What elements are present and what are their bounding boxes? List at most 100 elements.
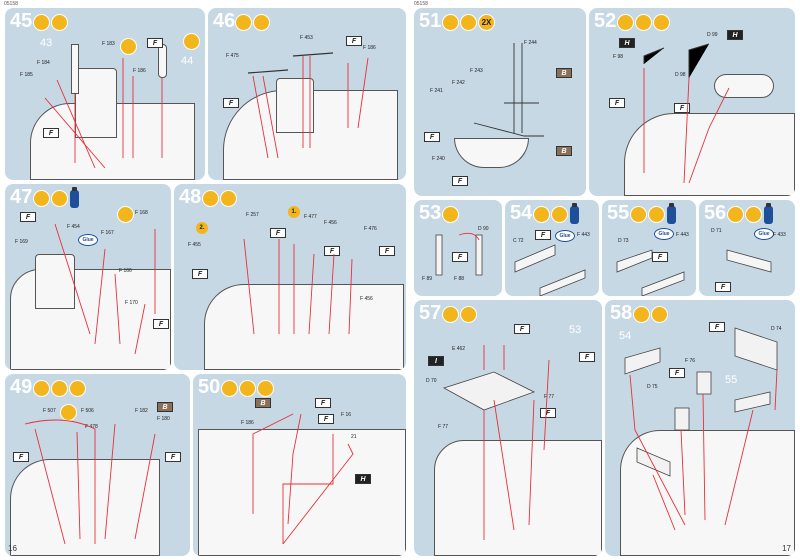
paint-code-flag: F [324,246,340,256]
paint-brush-icon [120,38,137,55]
paint-brush-icon [69,380,86,397]
step-number: 55 [607,202,630,224]
page-code-left: 05158 [4,1,18,7]
cut-icon [33,380,50,397]
glue-point-marker: Glue [555,230,575,242]
paint-brush-icon [460,14,477,31]
step-icons [33,14,68,31]
step-icons [33,380,86,397]
cut-icon [533,206,550,223]
paint-code-flag: F [669,368,685,378]
paint-brush-icon [239,380,256,397]
step-icons [617,14,670,31]
cut-icon [442,306,459,323]
page-code-right: 05158 [414,1,428,7]
part-label: F 454 [67,224,80,230]
part-label: F 98 [613,54,624,60]
part-label: D 98 [675,72,686,78]
paint-code-flag: F [579,352,595,362]
part-label: F 186 [133,68,146,74]
page-number-left: 16 [8,544,17,553]
part-label: F 506 [81,408,94,414]
step-52-panel: 52 H H F F D 99 F 98 D 98 [589,8,795,196]
ship-hull-drawing [198,429,406,556]
part-label: D 90 [478,226,489,232]
paint-code-flag: B [157,402,173,412]
step-number: 53 [419,202,442,224]
step-icons [727,203,773,224]
step-icons [442,306,477,323]
cut-icon [630,206,647,223]
paint-brush-icon [51,380,68,397]
step-number: 57 [419,302,442,324]
paint-brush-icon [60,404,77,421]
part-label: F 88 [454,276,465,282]
part-label: F 507 [43,408,56,414]
part-label: D 74 [771,326,782,332]
step-number: 52 [594,10,617,32]
quantity-badge: 2X [478,14,495,31]
glue-tube-icon [70,187,79,208]
part-label: F 186 [241,420,254,426]
part-label: F 185 [20,72,33,78]
vent-drawing [158,44,167,78]
part-label: F 240 [432,156,445,162]
part-label: F 443 [676,232,689,238]
funnel-drawing [276,78,314,133]
paint-code-flag: B [556,146,572,156]
glue-point-marker: Glue [654,228,674,240]
paint-brush-icon [253,14,270,31]
paint-code-flag: F [452,176,468,186]
page-number-right: 17 [782,544,791,553]
part-label: F 180 [157,416,170,422]
paint-brush-icon [257,380,274,397]
part-label: F 183 [102,41,115,47]
step-icons [235,14,270,31]
part-label: F 184 [37,60,50,66]
cut-icon [442,14,459,31]
lifeboat-drawing [454,138,529,168]
paint-code-flag: F [652,252,668,262]
ship-hull-drawing [624,113,795,196]
step-number: 46 [213,10,236,32]
cut-icon [633,306,650,323]
step-number: 50 [198,376,221,398]
part-label: F 433 [773,232,786,238]
step-icons [630,203,676,224]
part-label: F 242 [452,80,465,86]
part-label: F 168 [135,210,148,216]
subassembly-label: 55 [725,374,738,386]
cut-icon [33,190,50,207]
step-number: 47 [10,186,33,208]
part-label: F 167 [101,230,114,236]
part-label: F 477 [304,214,317,220]
part-label: F 182 [135,408,148,414]
paint-code-flag: F [270,228,286,238]
step-number: 56 [704,202,727,224]
paint-code-flag: F [147,38,163,48]
step-icons [442,206,459,223]
paint-code-flag: F [709,322,725,332]
funnel-drawing [35,254,75,309]
step-58-panel: 58 54 55 56 F F F 76 D 75 D 74 17 [605,300,795,556]
step-56-panel: 56 Glue F D 71 F 433 [699,200,795,296]
paint-brush-icon [551,206,568,223]
paint-code-flag: B [255,398,271,408]
step-icons: 2X [442,14,495,31]
step-number: 49 [10,376,33,398]
cut-icon [442,206,459,223]
paint-code-flag: F [674,103,690,113]
step-number: 58 [610,302,633,324]
part-label: F 453 [300,35,313,41]
paint-brush-icon [653,14,670,31]
part-label: F 186 [363,45,376,51]
paint-code-flag: H [619,38,635,48]
part-label: F 169 [15,239,28,245]
part-label: 21 [351,434,357,440]
paint-code-flag: F [514,324,530,334]
sequence-marker: 1. [288,206,300,218]
cut-icon [727,206,744,223]
part-label: E 462 [452,346,466,352]
step-icons [633,306,668,323]
paint-brush-icon [745,206,762,223]
